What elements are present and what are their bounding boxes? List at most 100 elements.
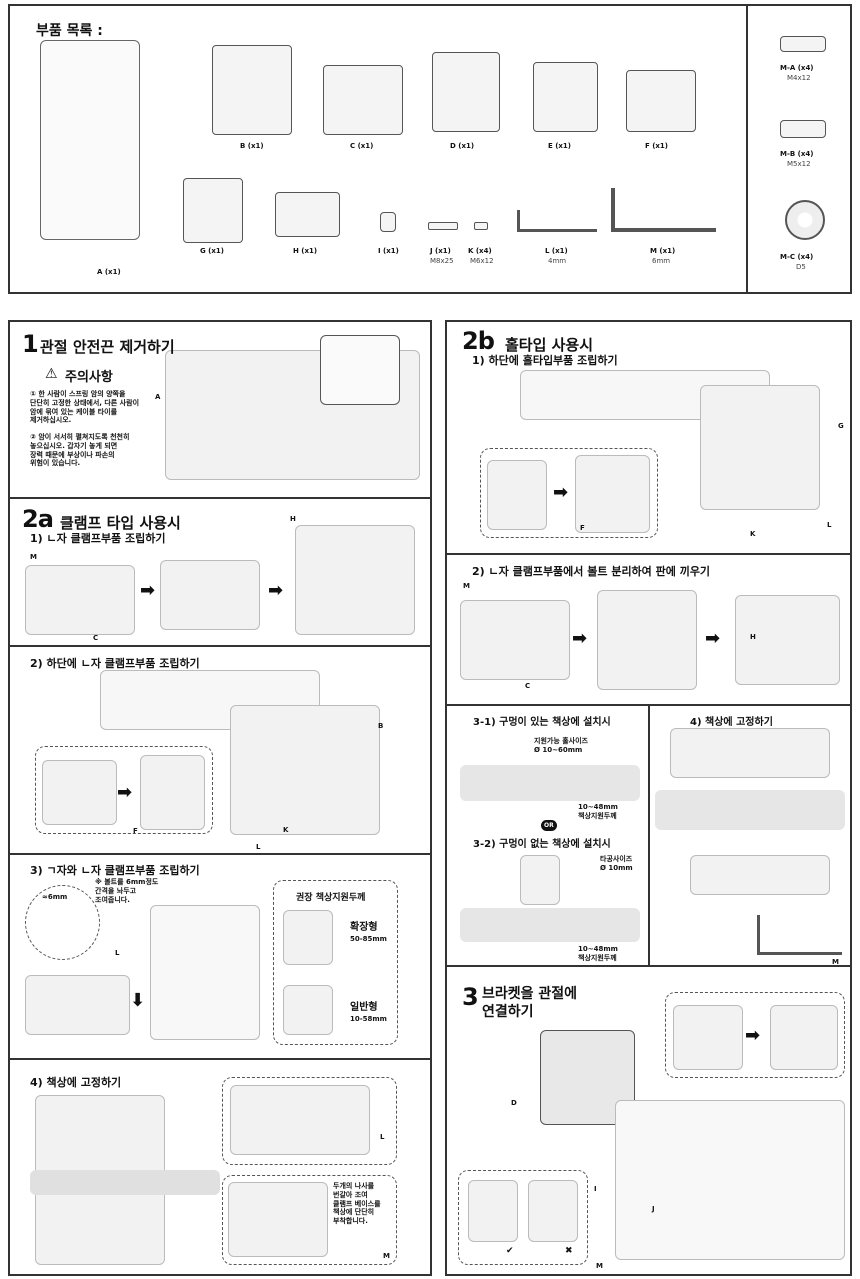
step2a-sub2: 2) 하단에 ㄴ자 클램프부품 조립하기 [30, 657, 200, 670]
sticker-inset [480, 448, 658, 538]
part-l-spec: 4mm [548, 257, 567, 265]
part-f-label: F (x1) [645, 142, 669, 150]
spacer-wrong-illustration [528, 1180, 578, 1242]
part-h-illustration [275, 192, 340, 237]
callout-h: H [750, 633, 756, 641]
arrow-right-icon: ➡ [553, 482, 569, 503]
screw-mb-illustration [780, 120, 826, 138]
callout-m: M [463, 582, 470, 590]
callout-f: F [133, 827, 138, 835]
recommended-thickness-title: 권장 책상지원두께 [296, 893, 366, 903]
hole-plate-g-illustration [700, 385, 820, 510]
spacer-correct-illustration [468, 1180, 518, 1242]
desk-without-hole-illustration [460, 908, 640, 942]
clamp-base-illustration [670, 728, 830, 778]
callout-m: M [832, 958, 839, 966]
warning-title: 주의사항 [65, 370, 113, 385]
warning-note-1: ① 한 사람이 스프링 암의 양쪽을 단단히 고정한 상태에서, 다른 사람이 … [30, 390, 140, 425]
drill-illustration [520, 855, 560, 905]
step3-title: 브라켓을 관절에 연결하기 [482, 986, 578, 1021]
normal-range: 10-58mm [350, 1015, 387, 1023]
callout-f: F [580, 524, 585, 532]
desk-edge-illustration [30, 1170, 220, 1195]
step2b-number: 2b [462, 327, 495, 355]
part-b-label: B (x1) [240, 142, 264, 150]
clamp-l-bracket-illustration [25, 975, 130, 1035]
callout-m: M [383, 1252, 390, 1260]
part-e-label: E (x1) [548, 142, 572, 150]
callout-d: D [511, 1099, 517, 1107]
hole-size-note: 지원가능 홀사이즈 Ø 10~60mm [534, 737, 588, 754]
callout-j: J [652, 1205, 655, 1213]
callout-m: M [596, 1262, 603, 1270]
warning-note-2: ② 암이 서서히 펼쳐지도록 천천히 놓으십시오. 갑자기 놓게 되면 장력 때… [30, 433, 130, 468]
clamp-plate-b-illustration [230, 705, 380, 835]
callout-m: M [30, 553, 37, 561]
clamp-assembly-1 [25, 565, 135, 635]
step2b-title: 홀타입 사용시 [505, 336, 594, 354]
step2a-title: 클램프 타입 사용시 [60, 514, 181, 532]
part-k-illustration [474, 222, 488, 230]
step3-number: 3 [462, 983, 479, 1011]
callout-b: B [378, 722, 384, 730]
callout-k: K [283, 826, 289, 834]
bolt-gap-value: ≈6mm [42, 893, 68, 901]
washer-mc-label: M-C (x4) [780, 253, 814, 261]
spacer-orientation-inset [458, 1170, 588, 1265]
callout-l: L [256, 843, 261, 851]
callout-c: C [525, 682, 531, 690]
step1-number: 1 [22, 330, 39, 358]
plate-f-illustration [140, 755, 205, 830]
part-e-illustration [533, 62, 598, 132]
arrow-right-icon: ➡ [140, 580, 156, 601]
sticker-inset [35, 746, 213, 834]
callout-l: L [827, 521, 832, 529]
arrow-right-icon: ➡ [572, 628, 588, 649]
arrow-right-icon: ➡ [268, 580, 284, 601]
part-k-label: K (x4) [468, 247, 492, 255]
bolt-gap-note: ※ 볼트를 6mm정도 간격을 놔두고 조여줍니다. [95, 878, 159, 905]
part-j-spec: M8x25 [430, 257, 454, 265]
callout-h: H [290, 515, 296, 523]
hex-key-m-illustration [757, 915, 842, 955]
part-h-label: H (x1) [293, 247, 318, 255]
callout-a: A [155, 393, 161, 401]
step2a-sub4: 4) 책상에 고정하기 [30, 1076, 122, 1089]
check-icon: ✔ [506, 1246, 514, 1256]
part-l-label: L (x1) [545, 247, 568, 255]
screw-mb-spec: M5x12 [787, 160, 811, 168]
part-g-label: G (x1) [200, 247, 224, 255]
arrow-right-icon: ➡ [705, 628, 721, 649]
bracket-release-inset [665, 992, 845, 1078]
step1-title: 관절 안전끈 제거하기 [40, 338, 175, 356]
step2b-sub2: 2) ㄴ자 클램프부품에서 볼트 분리하여 판에 끼우기 [472, 565, 711, 578]
clamp-assembly-1 [460, 600, 570, 680]
plate-h-illustration [690, 855, 830, 895]
step2b-sub4: 4) 책상에 고정하기 [690, 717, 773, 728]
part-k-spec: M6x12 [470, 257, 494, 265]
plate-h-bolt-illustration [735, 595, 840, 685]
callout-k: K [750, 530, 756, 538]
desk-with-hole-illustration [460, 765, 640, 801]
or-badge: OR [541, 820, 557, 831]
recommended-thickness-inset [273, 880, 398, 1045]
desk-thickness-1: 10~48mm 책상지원두께 [578, 803, 618, 820]
monitor-plate-illustration [320, 335, 400, 405]
screw-mb-label: M-B (x4) [780, 150, 814, 158]
desk-thickness-2: 10~48mm 책상지원두께 [578, 945, 618, 962]
part-m-hex-key-illustration [611, 188, 716, 232]
sticker-peel-illustration [42, 760, 117, 825]
tighten-detail-inset-2 [222, 1175, 397, 1265]
part-i-illustration [380, 212, 396, 232]
part-m-label: M (x1) [650, 247, 676, 255]
callout-g: G [838, 422, 844, 430]
step2b-sub32: 3-2) 구멍이 없는 책상에 설치시 [473, 839, 611, 850]
drill-size-note: 타공사이즈 Ø 10mm [600, 855, 633, 872]
part-b-illustration [212, 45, 292, 135]
arrow-down-icon: ⬇ [130, 990, 146, 1011]
extended-range: 50-85mm [350, 935, 387, 943]
clamp-base-illustration [150, 905, 260, 1040]
tighten-note: 두개의 나사를 번갈아 조여 클램프 베이스를 책상에 단단히 부착합니다. [333, 1182, 381, 1225]
arrow-right-icon: ➡ [117, 782, 133, 803]
part-d-label: D (x1) [450, 142, 475, 150]
